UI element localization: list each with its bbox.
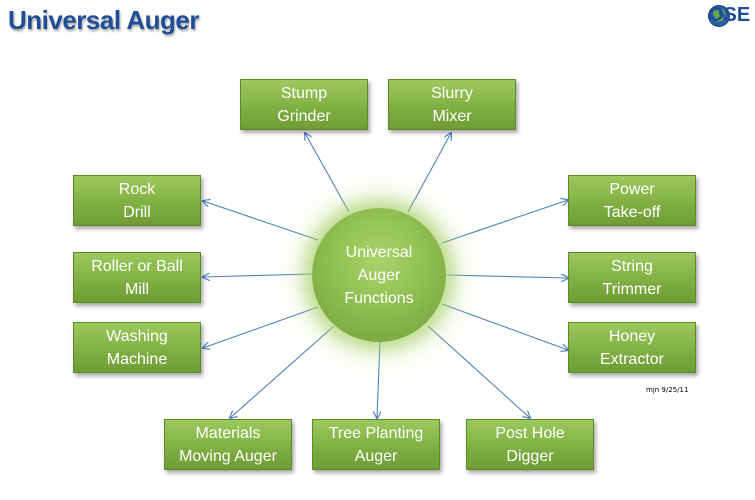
function-label: Grinder	[277, 107, 331, 125]
function-box-roller-or-ball-mill: Roller or Ball Mill	[73, 252, 201, 303]
function-label: Auger	[354, 447, 398, 465]
function-label: Digger	[506, 447, 554, 465]
page-title: Universal Auger	[8, 5, 199, 35]
function-box-power-take-off: Power Take-off	[568, 175, 696, 226]
arrow-roller-or-ball-mill	[203, 274, 313, 277]
arrow-string-trimmer	[446, 275, 568, 278]
function-box-slurry-mixer: Slurry Mixer	[388, 79, 516, 130]
function-box-rock-drill: Rock Drill	[73, 175, 201, 226]
center-label: Universal	[345, 243, 413, 261]
arrow-slurry-mixer	[407, 133, 451, 213]
function-label: Post Hole	[495, 424, 565, 442]
function-box-stump-grinder: Stump Grinder	[240, 79, 368, 130]
function-label: Washing	[106, 327, 168, 345]
function-label: Stump	[280, 84, 328, 102]
function-label: Roller or Ball	[91, 257, 183, 275]
arrow-post-hole-digger	[427, 325, 530, 418]
arrow-materials-moving-auger	[230, 325, 335, 418]
ose-globe-icon	[708, 5, 730, 27]
function-label: Extractor	[599, 350, 664, 368]
function-label: Moving Auger	[179, 447, 277, 465]
function-label: Mixer	[432, 107, 472, 125]
function-box-washing-machine: Washing Machine	[73, 322, 201, 373]
arrow-tree-planting-auger	[377, 340, 380, 418]
arrow-washing-machine	[203, 306, 319, 348]
function-label: Materials	[195, 424, 261, 442]
function-box-honey-extractor: Honey Extractor	[568, 322, 696, 373]
function-label: Honey	[608, 327, 656, 345]
function-label: Trimmer	[602, 280, 662, 298]
function-label: String	[611, 257, 653, 275]
logo-text: OSE	[708, 4, 751, 26]
function-box-post-hole-digger: Post Hole Digger	[466, 419, 594, 470]
arrow-rock-drill	[203, 201, 319, 241]
center-node-universal-auger-functions: Universal Auger Functions	[312, 208, 446, 342]
arrow-honey-extractor	[441, 303, 568, 350]
arrow-power-take-off	[441, 200, 568, 244]
function-box-materials-moving-auger: Materials Moving Auger	[164, 419, 292, 470]
function-label: Take-off	[603, 203, 661, 221]
author-date-note: mjn 9/25/11	[646, 386, 689, 394]
function-box-tree-planting-auger: Tree Planting Auger	[312, 419, 440, 470]
function-label: Rock	[118, 180, 156, 198]
function-label: Machine	[106, 350, 168, 368]
center-label: Auger	[357, 266, 401, 284]
function-label: Drill	[123, 203, 151, 221]
arrow-stump-grinder	[305, 133, 350, 213]
function-box-string-trimmer: String Trimmer	[568, 252, 696, 303]
function-label: Mill	[125, 280, 149, 298]
function-label: Tree Planting	[328, 424, 424, 442]
function-label: Slurry	[431, 84, 473, 102]
center-label: Functions	[344, 289, 414, 307]
function-label: Power	[609, 180, 655, 198]
